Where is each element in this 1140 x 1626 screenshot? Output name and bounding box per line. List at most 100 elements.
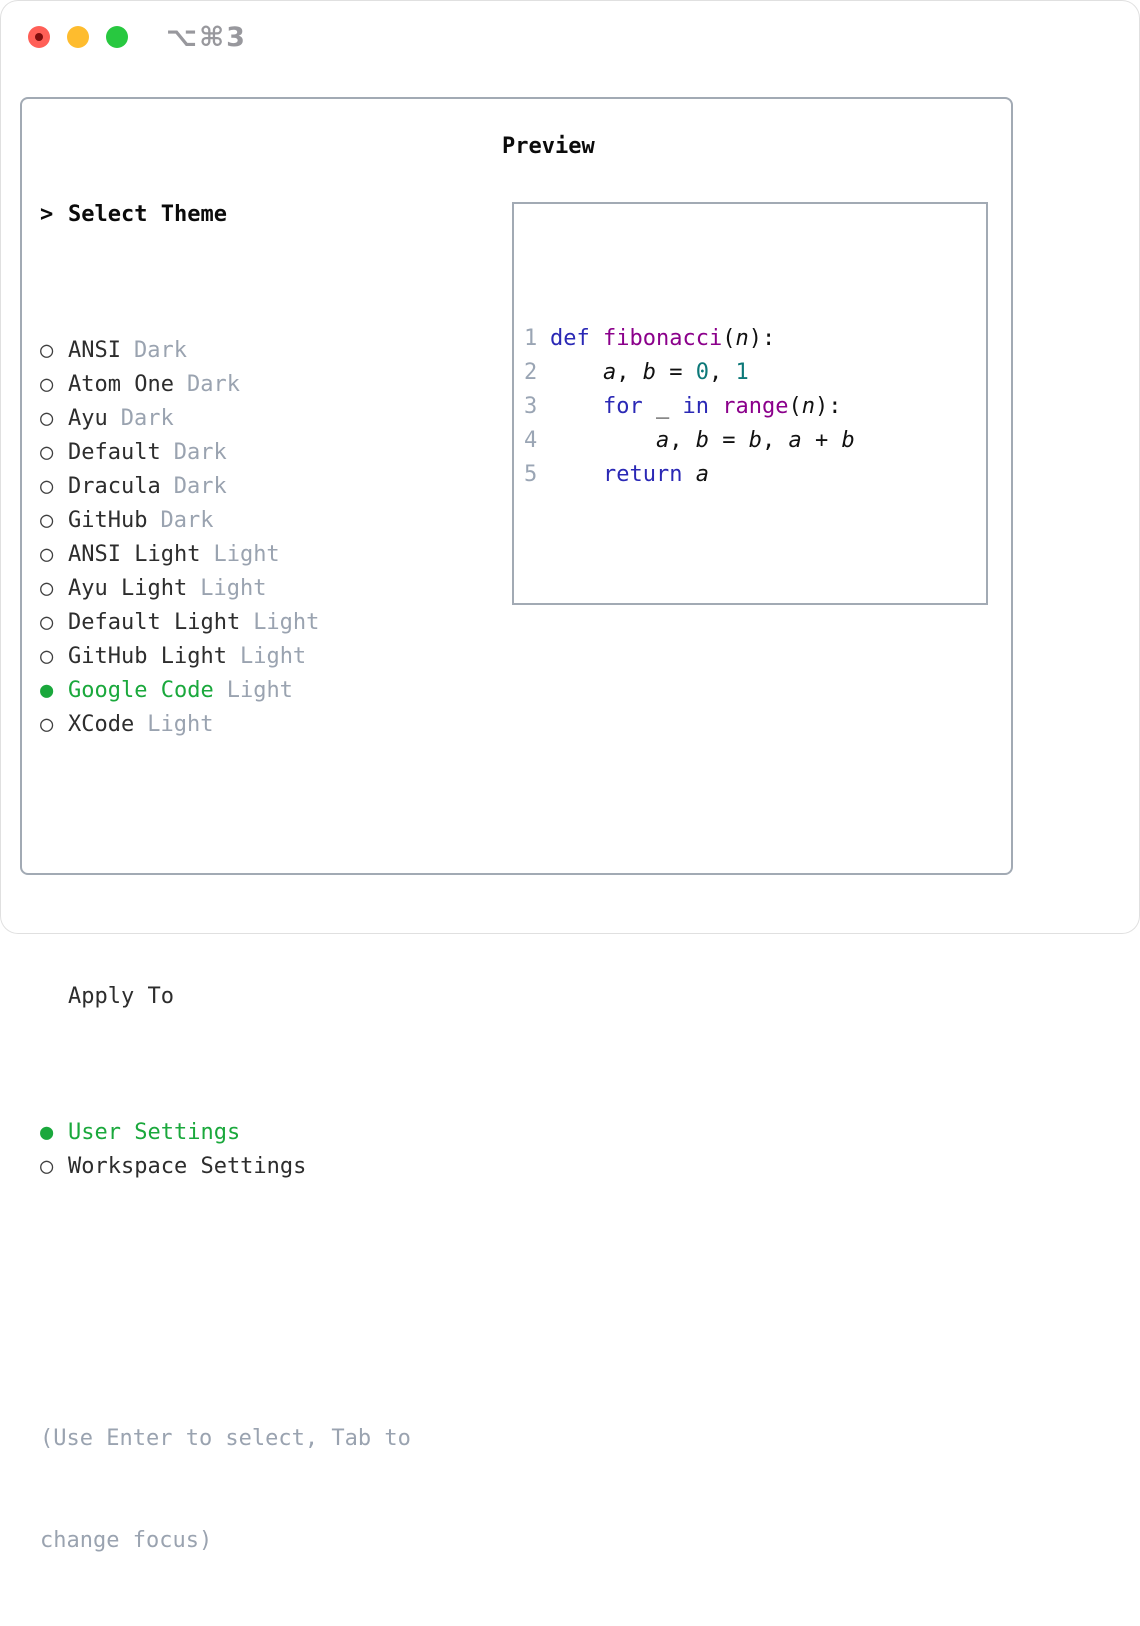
theme-variant-tag: Dark — [173, 474, 227, 499]
theme-variant-tag: Dark — [133, 338, 187, 363]
theme-name: Google Code — [68, 678, 214, 703]
theme-name: Default — [68, 440, 161, 465]
spacer — [40, 1286, 411, 1320]
theme-name: XCode — [68, 712, 135, 737]
minimize-button[interactable] — [67, 26, 89, 48]
apply-to-header: Apply To — [40, 980, 411, 1014]
maximize-button[interactable] — [106, 26, 128, 48]
code-token — [550, 428, 656, 453]
code-token: a — [602, 360, 617, 385]
apply-to-option[interactable]: ○ Workspace Settings — [40, 1150, 411, 1184]
theme-name: Ayu Light — [68, 576, 188, 601]
code-token: b — [841, 428, 855, 453]
window-title: ⌥⌘3 — [166, 22, 247, 53]
theme-variant-tag: Light — [200, 576, 267, 601]
apply-to-list: ●User Settings ○ Workspace Settings — [40, 1116, 411, 1184]
close-button[interactable] — [28, 26, 50, 48]
radio-unselected-icon: ○ — [40, 644, 54, 669]
theme-variant-tag: Light — [213, 542, 280, 567]
code-token: 1 — [735, 360, 749, 385]
titlebar: ⌥⌘3 — [0, 0, 1140, 75]
code-token: range — [722, 394, 789, 419]
code-token: a — [788, 428, 802, 453]
code-line: 2 a, b = 0, 1 — [524, 356, 986, 390]
radio-unselected-icon: ○ — [40, 1154, 54, 1179]
hint-line-1: (Use Enter to select, Tab to — [40, 1426, 411, 1451]
theme-name: ANSI Light — [68, 542, 201, 567]
theme-name: ANSI — [68, 338, 121, 363]
code-token: n — [735, 326, 749, 351]
code-token: _ — [642, 394, 683, 419]
code-line: 4 a, b = b, a + b — [524, 424, 986, 458]
code-token: a — [695, 462, 709, 487]
theme-name: Ayu — [68, 406, 108, 431]
hint-line-2: change focus) — [40, 1528, 213, 1553]
theme-variant-tag: Light — [253, 610, 320, 635]
radio-unselected-icon: ○ — [40, 440, 54, 465]
spacer — [40, 844, 411, 878]
theme-option[interactable]: ○ ANSI Light Light — [40, 538, 411, 572]
radio-unselected-icon: ○ — [40, 508, 54, 533]
code-token: , — [669, 428, 696, 453]
code-token: 0 — [695, 360, 709, 385]
theme-name: Atom One — [68, 372, 174, 397]
theme-variant-tag: Light — [147, 712, 214, 737]
theme-option[interactable]: ○ Default Light Light — [40, 606, 411, 640]
radio-unselected-icon: ○ — [40, 372, 54, 397]
radio-selected-icon: ● — [40, 1120, 54, 1145]
theme-name: GitHub Light — [68, 644, 227, 669]
spacer — [524, 560, 986, 594]
code-token: = — [655, 360, 696, 385]
line-number: 1 — [524, 326, 538, 351]
preview-title: Preview — [502, 134, 595, 159]
code-token — [590, 326, 603, 351]
theme-option[interactable]: ○ Ayu Light Light — [40, 572, 411, 606]
close-button-dot — [35, 33, 43, 41]
code-token: fibonacci — [603, 326, 723, 351]
code-token: a — [655, 428, 670, 453]
code-token — [550, 360, 603, 385]
apply-to-option[interactable]: ●User Settings — [40, 1116, 411, 1150]
line-number: 3 — [524, 394, 538, 419]
radio-unselected-icon: ○ — [40, 338, 54, 363]
code-token — [550, 462, 603, 487]
code-token: return — [602, 462, 683, 487]
code-token: for — [602, 394, 643, 419]
theme-name: Default Light — [68, 610, 241, 635]
code-token: ( — [722, 326, 736, 351]
radio-unselected-icon: ○ — [40, 542, 54, 567]
code-token: n — [801, 394, 815, 419]
radio-unselected-icon: ○ — [40, 474, 54, 499]
theme-variant-tag: Light — [239, 644, 307, 669]
apply-to-title: Apply To — [68, 984, 174, 1009]
theme-option[interactable]: ○ Atom One Dark — [40, 368, 411, 402]
theme-option[interactable]: ○ GitHub Light Light — [40, 640, 411, 674]
select-theme-header: > Select Theme — [40, 198, 411, 232]
apply-to-name: Workspace Settings — [68, 1154, 307, 1179]
radio-unselected-icon: ○ — [40, 406, 54, 431]
code-token: , — [761, 428, 789, 453]
line-number: 2 — [524, 360, 538, 385]
select-theme-title: Select Theme — [68, 202, 227, 227]
radio-selected-icon: ● — [40, 678, 54, 703]
code-token: = — [708, 428, 749, 453]
radio-unselected-icon: ○ — [40, 610, 54, 635]
code-token: b — [695, 428, 709, 453]
prompt-icon: > — [40, 202, 54, 227]
line-number: 5 — [524, 462, 538, 487]
code-token — [709, 394, 722, 419]
theme-option[interactable]: ○ ANSI Dark — [40, 334, 411, 368]
radio-unselected-icon: ○ — [40, 576, 54, 601]
theme-variant-tag: Dark — [186, 372, 240, 397]
